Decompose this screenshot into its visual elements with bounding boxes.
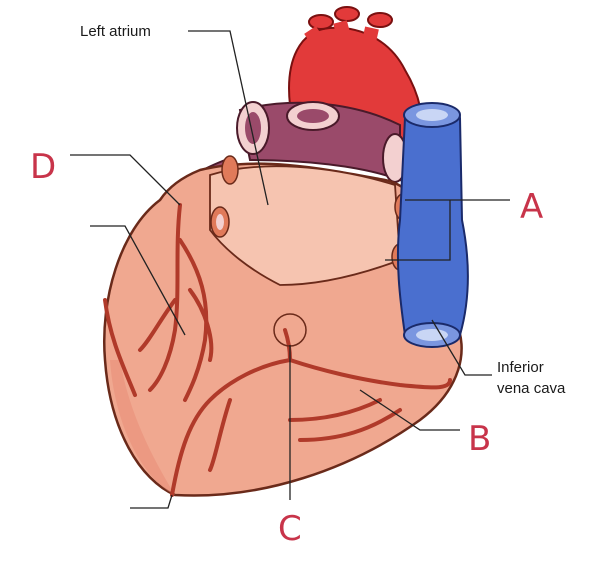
leader-inferior-vena-cava bbox=[431, 319, 492, 376]
label-inferior-vena-cava-line2: vena cava bbox=[497, 380, 566, 397]
leader-left-branch bbox=[90, 225, 186, 336]
vena-cava bbox=[396, 102, 469, 348]
leader-d bbox=[70, 154, 181, 206]
leader-bottom bbox=[130, 494, 173, 509]
label-b: B bbox=[468, 419, 491, 459]
label-a: A bbox=[520, 187, 543, 227]
leader-lines bbox=[70, 30, 510, 509]
coronary-vessels bbox=[103, 203, 452, 497]
leader-b bbox=[359, 389, 460, 431]
label-inferior-vena-cava-line1: Inferior bbox=[497, 359, 544, 376]
label-left-atrium: Left atrium bbox=[80, 23, 151, 40]
label-c: C bbox=[278, 509, 302, 549]
label-d: D bbox=[30, 147, 56, 187]
leader-a bbox=[385, 199, 510, 261]
leader-left-atrium bbox=[188, 30, 269, 206]
